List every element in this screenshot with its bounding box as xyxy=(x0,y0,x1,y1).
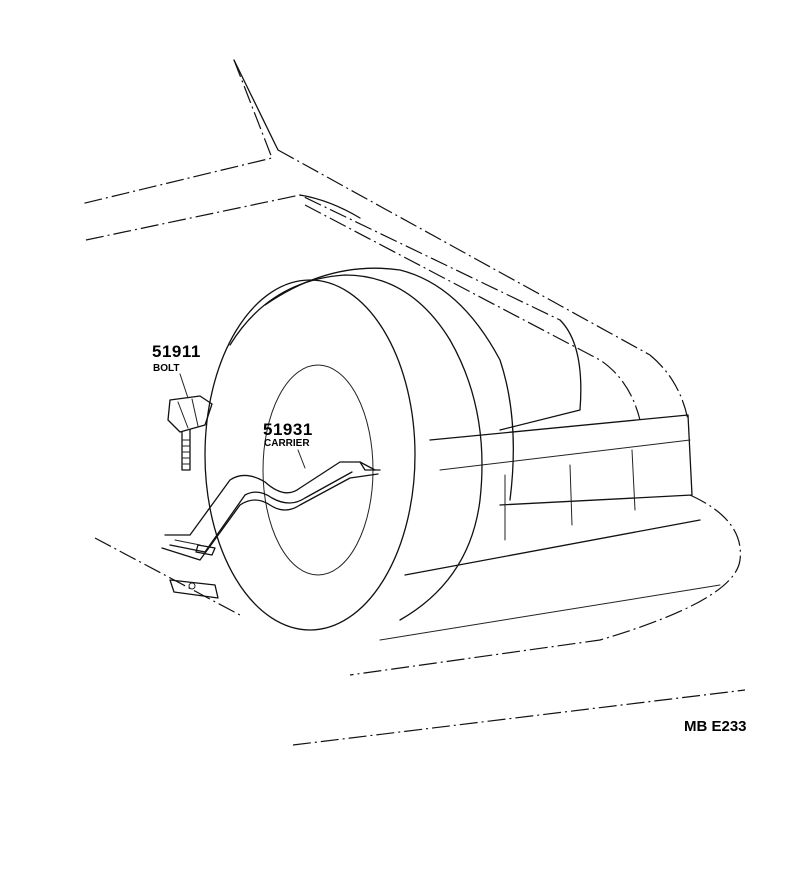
spare-tire xyxy=(204,267,514,631)
carrier-part xyxy=(161,449,381,599)
part-number-bolt: 51911 xyxy=(152,342,201,361)
part-name-carrier: CARRIER xyxy=(264,438,310,449)
car-body-outline xyxy=(80,59,746,746)
part-name-bolt: BOLT xyxy=(153,363,179,374)
part-label-carrier: 51931 CARRIER xyxy=(263,420,313,449)
part-number-carrier: 51931 xyxy=(263,420,313,439)
part-label-bolt: 51911 BOLT xyxy=(152,342,201,374)
bolt-part xyxy=(167,373,213,471)
diagram-code: MB E233 xyxy=(684,718,747,735)
